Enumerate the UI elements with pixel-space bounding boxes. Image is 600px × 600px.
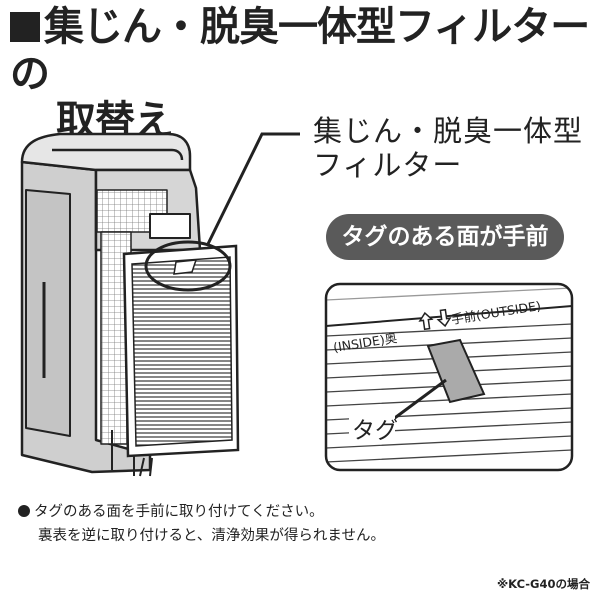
tag-side-badge: タグのある面が手前 xyxy=(326,214,564,260)
part-label-line-1: 集じん・脱臭一体型 xyxy=(313,114,584,148)
instruction-line-2: 裏表を逆に取り付けると、清浄効果が得られません。 xyxy=(38,528,385,544)
bullet-icon xyxy=(18,505,30,517)
page-title: 集じん・脱臭一体型フィルターの 取替え xyxy=(10,4,590,145)
tag-highlight-ellipse xyxy=(144,240,232,292)
filter-panel xyxy=(122,244,240,477)
tag-label: タグ xyxy=(352,418,398,444)
arrow-down-icon xyxy=(436,308,452,328)
filter-part-label: 集じん・脱臭一体型 フィルター xyxy=(313,114,583,182)
square-bullet-icon xyxy=(10,12,40,42)
arrow-up-icon xyxy=(418,311,434,331)
air-purifier-unit xyxy=(20,132,202,476)
part-leader-line xyxy=(205,132,300,247)
instruction-line-1: タグのある面を手前に取り付けてください。 xyxy=(34,504,324,520)
part-label-line-2: フィルター xyxy=(313,148,463,182)
zoom-detail-panel: (INSIDE)奥 手前(OUTSIDE) タグ xyxy=(324,282,574,472)
filter-tag-small xyxy=(173,259,198,275)
model-note: ※KC-G40の場合 xyxy=(497,577,590,591)
tag-pointer-line xyxy=(391,378,447,422)
instruction-note: タグのある面を手前に取り付けてください。 裏表を逆に取り付けると、清浄効果が得ら… xyxy=(18,500,385,548)
title-line-1: 集じん・脱臭一体型フィルターの xyxy=(10,4,590,97)
